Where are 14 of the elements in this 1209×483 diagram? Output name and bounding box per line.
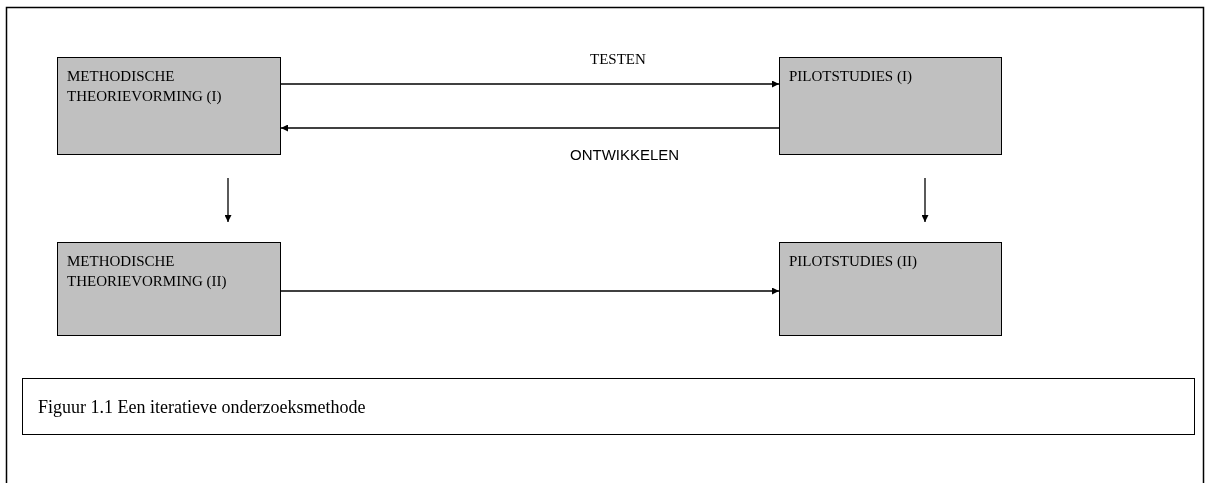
arrow [280,287,780,295]
process-box [779,242,1002,336]
arrow [224,177,232,223]
process-box [779,57,1002,155]
process-box [57,57,281,155]
box-label: METHODISCHE THEORIEVORMING (I) [67,67,223,106]
arrow [921,177,929,223]
box-label: METHODISCHE THEORIEVORMING (II) [67,252,228,291]
box-label: PILOTSTUDIES (I) [789,67,913,86]
process-box [57,242,281,336]
box-label: PILOTSTUDIES (II) [789,252,918,271]
arrow [280,80,780,88]
arrow [280,124,780,132]
caption: Figuur 1.1 Een iteratieve onderzoeksmethode [38,397,366,418]
